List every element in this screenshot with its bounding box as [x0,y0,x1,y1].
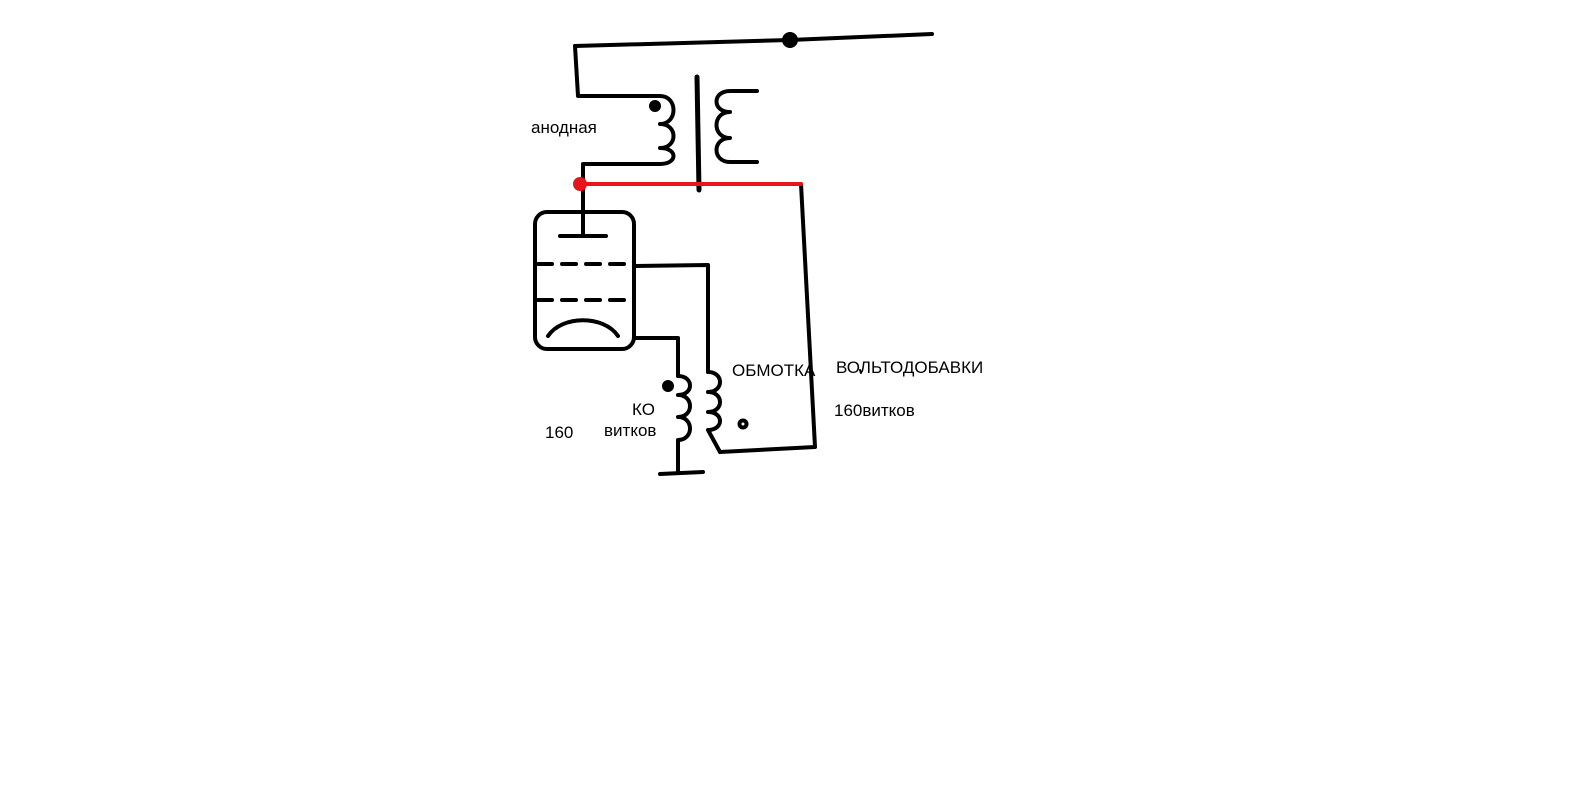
small-tick [859,369,862,374]
turns-right-label: 160витков [834,401,915,420]
secondary-coil [714,89,759,164]
ground-symbol [658,470,705,476]
anode-coil [658,94,676,166]
transformer-core [694,74,702,193]
boost-label: ВОЛЬТОДОБАВКИ [836,358,984,377]
cathode-lead [632,336,680,378]
boost-coil-dot [737,418,749,430]
return-wire [718,182,817,454]
left-supply-drop [573,44,662,98]
highlight-node [573,177,587,191]
ko-label: КО [632,400,655,419]
winding-label: ОБМОТКА [732,361,816,380]
turns-left-word: витков [604,421,657,440]
ko-coil-dot [662,380,674,392]
tube-cathode [546,318,620,338]
anode-label: анодная [531,118,597,137]
top-supply-wire [573,32,934,48]
supply-terminal-dot [782,32,798,48]
grid-lead [632,263,710,374]
vacuum-tube [533,210,636,351]
ko-coil [676,374,692,473]
boost-coil [706,370,722,454]
anode-coil-lead [581,162,662,186]
anode-coil-dot [649,100,661,112]
turns-left-number: 160 [545,423,574,442]
